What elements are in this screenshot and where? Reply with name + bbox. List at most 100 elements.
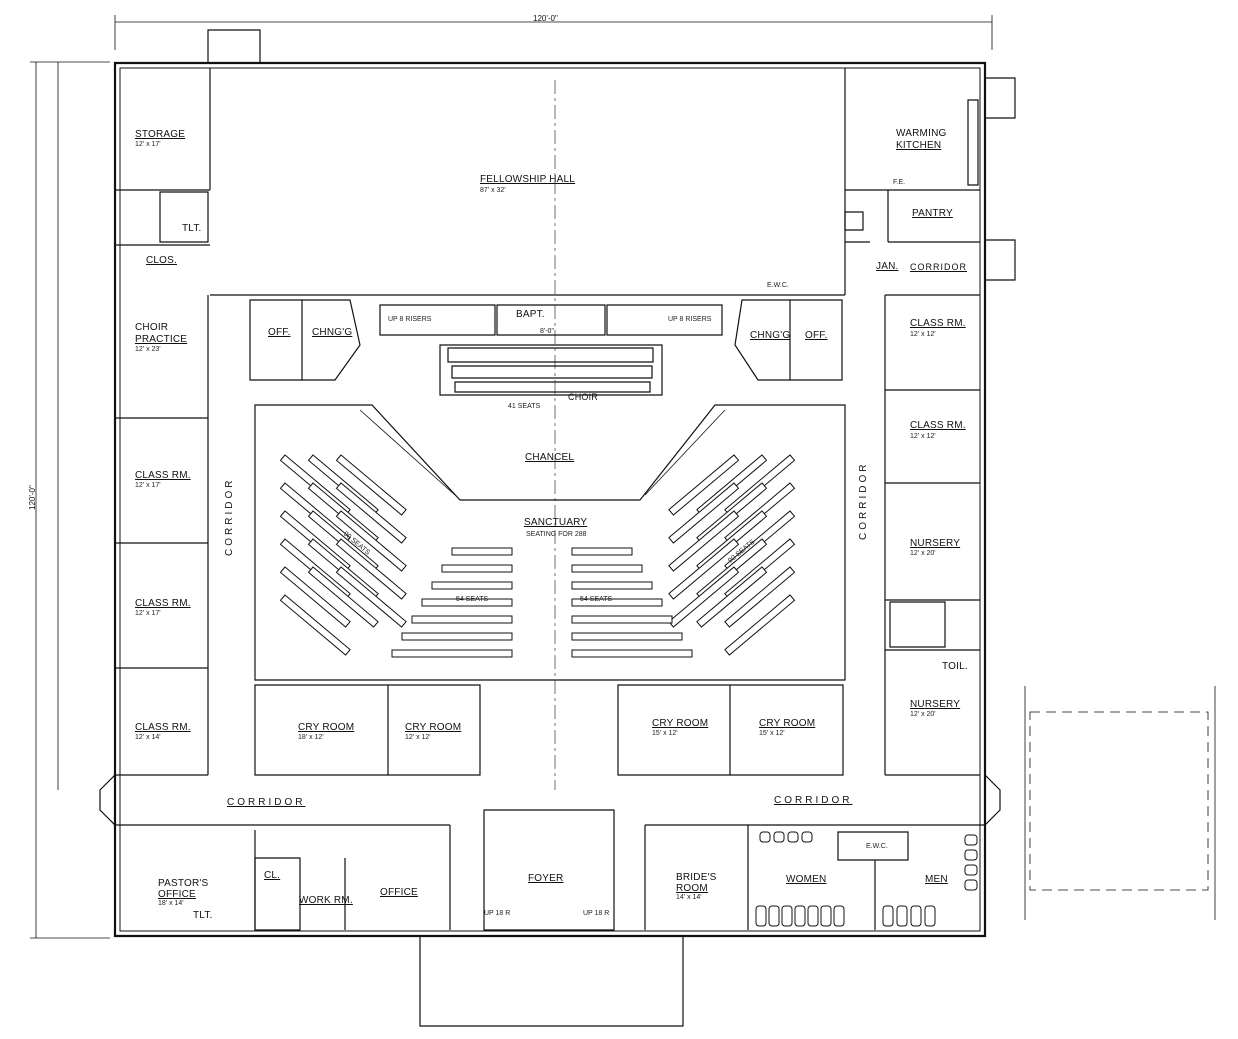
men-restroom-label: MEN — [925, 874, 948, 885]
cry-room-3-size: 15' x 12' — [652, 730, 678, 737]
pew-left — [337, 483, 407, 543]
women-toilet-stall — [834, 906, 844, 926]
toilet-nw-label: TLT. — [182, 223, 202, 234]
men-urinal — [965, 880, 977, 890]
brides-room-label-1: BRIDE'S — [676, 872, 717, 883]
changing-right-label: CHNG'G — [750, 330, 791, 341]
stair-note-right: UP 8 RISERS — [668, 316, 712, 323]
pew-center-left — [402, 633, 512, 640]
ewc-bottom-label: E.W.C. — [866, 843, 888, 850]
pew-left — [337, 455, 407, 515]
women-restroom-label: WOMEN — [786, 874, 827, 885]
women-toilet-stall — [795, 906, 805, 926]
sanctuary-pews — [281, 455, 795, 657]
ewc-top-label: E.W.C. — [767, 282, 789, 289]
stair-note-foyer-right: UP 18 R — [583, 910, 610, 917]
women-sink — [760, 832, 770, 842]
nursery1-label: NURSERY — [910, 538, 961, 549]
pastors-office-size: 18' x 14' — [158, 900, 184, 907]
class-ne1-size: 12' x 12' — [910, 331, 936, 338]
pew-center-left — [432, 582, 512, 589]
class-w2-label: CLASS RM. — [135, 598, 191, 609]
pew-center-right — [572, 633, 682, 640]
baptistry-size: 8'-0" — [540, 328, 554, 335]
fellowship-hall-label: FELLOWSHIP HALL — [480, 174, 576, 185]
pew-right — [669, 511, 739, 571]
women-sink — [802, 832, 812, 842]
women-sink — [788, 832, 798, 842]
pew-left — [281, 567, 351, 627]
pew-center-right — [572, 565, 642, 572]
pastors-office-label-1: PASTOR'S — [158, 878, 209, 889]
office-right-label: OFF. — [805, 330, 828, 341]
pews-center-right-seats: 54 SEATS — [580, 596, 613, 603]
cry-room-4-label: CRY ROOM — [759, 718, 816, 729]
cry-room-4-size: 15' x 12' — [759, 730, 785, 737]
women-toilet-stall — [821, 906, 831, 926]
baptistry-label: BAPT. — [516, 309, 545, 320]
fire-extinguisher-label: F.E. — [893, 179, 906, 186]
women-toilet-stall — [782, 906, 792, 926]
men-toilet-stall — [883, 906, 893, 926]
pew-center-right — [572, 548, 632, 555]
pew-left — [337, 511, 407, 571]
choir-seats: 41 SEATS — [508, 403, 541, 410]
nursery2-size: 12' x 20' — [910, 711, 936, 718]
class-w2-size: 12' x 17' — [135, 610, 161, 617]
pantry-label: PANTRY — [912, 208, 953, 219]
pew-right — [697, 567, 767, 627]
foyer-label: FOYER — [528, 873, 564, 884]
choir-label: CHOIR — [568, 392, 598, 402]
corridor-east-label: CORRIDOR — [858, 461, 869, 540]
women-toilet-stall — [808, 906, 818, 926]
pew-left — [309, 567, 379, 627]
pews-center-left-seats: 54 SEATS — [456, 596, 489, 603]
pew-center-right — [572, 616, 672, 623]
storage-size: 12' x 17' — [135, 141, 161, 148]
pew-right — [669, 539, 739, 599]
warming-kitchen-label-1: WARMING — [896, 128, 947, 139]
women-sink — [774, 832, 784, 842]
jan-label: JAN. — [876, 261, 899, 272]
corridor-se-label: CORRIDOR — [774, 795, 853, 806]
pew-left — [281, 595, 351, 655]
sanctuary-label: SANCTUARY — [524, 517, 588, 528]
corridor-west-label: CORRIDOR — [224, 477, 235, 556]
pastors-office-label-2: OFFICE — [158, 889, 196, 900]
cry-room-2-size: 12' x 12' — [405, 734, 431, 741]
nursery1-size: 12' x 20' — [910, 550, 936, 557]
pew-center-left — [422, 599, 512, 606]
men-toilet-stall — [911, 906, 921, 926]
pew-left — [337, 567, 407, 627]
men-urinal — [965, 835, 977, 845]
pew-right — [669, 567, 739, 627]
men-urinal — [965, 850, 977, 860]
brides-room-size: 14' x 14' — [676, 894, 702, 901]
cry-room-2-label: CRY ROOM — [405, 722, 462, 733]
work-room-label: WORK RM. — [299, 895, 353, 906]
pew-right — [669, 455, 739, 515]
choir-practice-size: 12' x 23' — [135, 346, 161, 353]
closet-s-label: CL. — [264, 870, 281, 881]
class-ne2-label: CLASS RM. — [910, 420, 966, 431]
corridor-ne-label: CORRIDOR — [910, 262, 967, 272]
pew-center-left — [412, 616, 512, 623]
pew-center-left — [452, 548, 512, 555]
overall-width-dimension: 120'-0" — [533, 14, 558, 23]
fellowship-hall-size: 87' x 32' — [480, 187, 506, 194]
toilet-s-label: TLT. — [193, 910, 213, 921]
pew-center-left — [442, 565, 512, 572]
stair-note-left: UP 8 RISERS — [388, 316, 432, 323]
warming-kitchen-label-2: KITCHEN — [896, 140, 942, 151]
class-w1-size: 12' x 17' — [135, 482, 161, 489]
corridor-sw-label: CORRIDOR — [227, 797, 306, 808]
class-ne2-size: 12' x 12' — [910, 433, 936, 440]
class-w3-size: 12' x 14' — [135, 734, 161, 741]
closet-nw-label: CLOS. — [146, 255, 178, 266]
pew-right — [725, 595, 795, 655]
pew-center-right — [572, 650, 692, 657]
cry-room-3-label: CRY ROOM — [652, 718, 709, 729]
women-toilet-stall — [756, 906, 766, 926]
pew-center-left — [392, 650, 512, 657]
